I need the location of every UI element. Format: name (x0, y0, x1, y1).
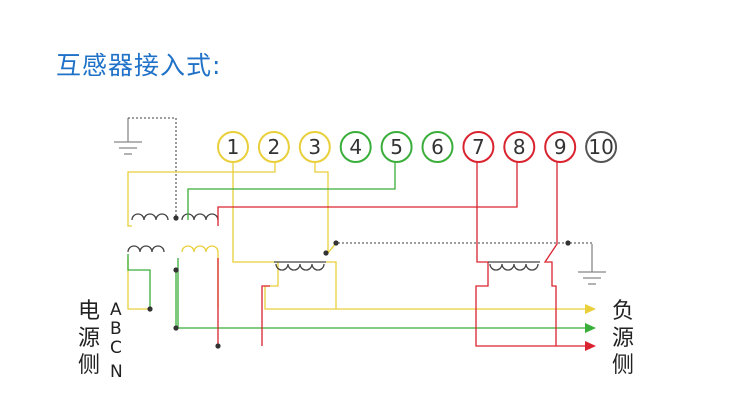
ground-left (114, 118, 142, 155)
load-side-label: 负 源 侧 (612, 299, 634, 378)
terminal-5: 5 (380, 131, 413, 163)
terminal-6: 6 (421, 131, 454, 163)
terminal-ring (585, 131, 618, 163)
terminal-2: 2 (257, 131, 290, 163)
terminal-9: 9 (544, 131, 577, 163)
terminal-label: 3 (308, 135, 321, 159)
terminal-row: 1 2 3 4 5 6 7 8 9 10 (217, 131, 618, 163)
terminal-ring (421, 131, 454, 163)
phase-label-c: C (110, 338, 122, 358)
red-wires (217, 160, 585, 347)
terminal-ring (217, 131, 249, 163)
terminal-ring (503, 131, 536, 163)
terminal-ring (298, 131, 331, 163)
terminal-ring (544, 131, 577, 163)
terminal-ring (339, 131, 372, 163)
ground-right (578, 244, 606, 285)
wires (114, 117, 606, 351)
phase-label-b: B (110, 319, 122, 339)
diagram-title: 互感器接入式: (56, 51, 222, 80)
phase-labels: A B C N (110, 300, 123, 382)
ground-dotted-left (128, 117, 177, 218)
source-side-label: 电 源 侧 (78, 299, 100, 378)
source-char-1: 电 (78, 299, 100, 324)
terminal-8: 8 (503, 131, 536, 163)
vt-secondary-coil-yellow (181, 245, 219, 253)
load-char-3: 侧 (612, 353, 634, 378)
terminal-3: 3 (298, 131, 331, 163)
terminal-label: 4 (349, 135, 362, 159)
phase-label-a: A (110, 300, 122, 320)
terminal-label: 1 (227, 135, 240, 159)
phase-label-n: N (110, 362, 123, 382)
terminal-ring (380, 131, 413, 163)
arrow-c (585, 341, 596, 351)
load-char-1: 负 (612, 299, 634, 324)
arrow-b (585, 323, 596, 333)
source-char-2: 源 (78, 326, 100, 351)
junction-dots (147, 215, 571, 349)
source-char-3: 侧 (78, 353, 100, 378)
arrow-a (585, 304, 596, 314)
ct-red-coil (489, 263, 539, 271)
load-char-2: 源 (612, 326, 634, 351)
terminal-10: 10 (585, 131, 618, 163)
terminal-7: 7 (462, 131, 495, 163)
terminal-label: 8 (513, 135, 526, 159)
terminal-4: 4 (339, 131, 372, 163)
vt-secondary-coil (127, 245, 165, 253)
terminal-ring (462, 131, 495, 163)
ct-yellow-coil (275, 263, 325, 271)
terminal-label: 5 (390, 135, 403, 159)
terminal-label: 2 (268, 135, 281, 159)
terminal-label: 9 (554, 135, 567, 159)
terminal-label: 6 (431, 135, 444, 159)
terminal-label: 10 (588, 135, 613, 159)
terminal-1: 1 (217, 131, 249, 163)
terminal-ring (257, 131, 290, 163)
terminal-label: 7 (472, 135, 485, 159)
